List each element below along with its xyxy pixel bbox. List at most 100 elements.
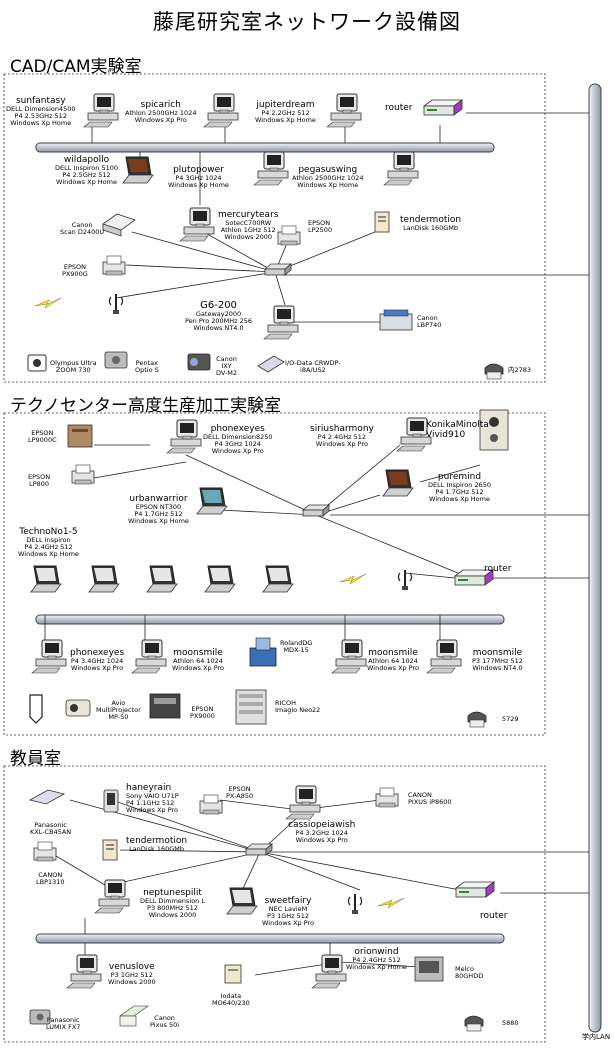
phonexeyes-pc-icon: [166, 419, 202, 454]
page-title: 藤尾研究室ネットワーク設備図: [153, 10, 461, 34]
spicarich-pc-icon: [203, 93, 239, 128]
ricoh-label: RICOH Imagio Neo22: [275, 699, 321, 714]
canon-pixus50i-label: Canon Pixus 50i: [150, 1014, 180, 1029]
phone-label: 内2783: [508, 366, 532, 374]
projector-icon: [65, 699, 91, 717]
avio-label: Avio MultiProjector MP-50: [96, 699, 141, 721]
router-icon: [423, 99, 463, 116]
epson-px9000-label: EPSON PX9000: [190, 705, 215, 720]
optical-drive-icon: [257, 355, 285, 373]
display-icon: [29, 694, 43, 724]
camera-icon: [27, 354, 47, 372]
panasonic-kxl-label: Panasonic KXL-CB45AN: [30, 821, 72, 836]
switch-hub-icon: [245, 843, 273, 856]
campus-lan-label: 学内LAN: [582, 1033, 611, 1041]
technono-laptop-icon: [204, 565, 236, 593]
plutopower-pc-icon: [253, 151, 289, 186]
switch-hub-icon: [264, 263, 292, 276]
router-label: router: [385, 103, 413, 113]
urbanwarrior-laptop-icon: [196, 487, 228, 515]
router-label: router: [480, 911, 508, 921]
printer-icon: [277, 225, 301, 246]
copier-icon: [235, 689, 267, 725]
phone-label: 5880: [502, 1019, 519, 1027]
telephone-icon: [467, 711, 487, 728]
olympus-label: Olympus Ultra ZOOM 730: [50, 359, 97, 374]
canon-ip8600-label: CANON PIXUS iP8600: [408, 791, 452, 806]
nas-icon: [102, 839, 118, 861]
switch-hub-icon: [302, 504, 330, 517]
panasonic-lumix-label: Panasonic LUMIX FX7: [46, 1016, 81, 1031]
canon-lbp740-label: Canon LBP740: [417, 314, 442, 329]
phone-label: 5729: [502, 715, 519, 723]
printer-icon: [33, 841, 57, 862]
mercurytears-pc-icon: [179, 207, 215, 242]
venuslove-pc-icon: [66, 954, 102, 989]
jupiterdream-pc-icon: [326, 93, 362, 128]
moonsmile-pc-icon: [131, 639, 167, 674]
iodata-label: I/O-Data CRWDP- i8A/US2: [285, 359, 341, 374]
camera-icon: [104, 351, 128, 369]
konika-label: KonikaMinolta Vivid910: [426, 420, 489, 440]
antenna-icon: [347, 893, 363, 915]
sweetfairy-laptop-icon: [226, 887, 258, 915]
section-title-staff: 教員室: [10, 749, 61, 769]
moonsmile-pc-icon: [426, 639, 462, 674]
canon-lbp1310-label: CANON LBP1310: [36, 871, 65, 886]
roland-label: RolandDG MDX-15: [280, 639, 313, 654]
g6-200-pc-icon: [263, 305, 299, 340]
antenna-icon: [397, 569, 413, 591]
sunfantasy-pc-icon: [83, 93, 119, 128]
wireless-bolt-icon: [339, 573, 367, 585]
technono-laptop-icon: [262, 565, 294, 593]
camera-icon: [29, 1009, 51, 1025]
camcorder-icon: [187, 353, 211, 371]
nas-icon: [374, 211, 390, 233]
technono-laptop-icon: [146, 565, 178, 593]
iodata-mo-label: Iodata MO640/230: [212, 992, 250, 1007]
technono-laptop-icon: [30, 565, 62, 593]
epson-pxa850-label: EPSON PX-A850: [226, 785, 254, 800]
mo-drive-icon: [224, 964, 242, 984]
canon-scanner-label: Canon Scan D2400U: [60, 221, 105, 236]
epson-lp2500-label: EPSON LP2500: [308, 219, 333, 234]
melco-label: Melco 80GHDD: [455, 965, 484, 980]
section-title-techno: テクノセンター高度生産加工実験室: [10, 396, 281, 416]
laser-printer-icon: [379, 309, 413, 331]
moonsmile-pc-icon: [331, 639, 367, 674]
wireless-bolt-icon: [377, 897, 405, 909]
puremind-laptop-icon: [382, 469, 414, 497]
printer-icon: [375, 787, 399, 808]
hdd-icon: [414, 956, 444, 982]
large-printer-icon: [149, 693, 181, 719]
wireless-bolt-icon: [34, 297, 62, 309]
technono-laptop-icon: [88, 565, 120, 593]
optical-drive-icon: [28, 789, 66, 805]
printer-icon: [71, 464, 95, 485]
neptunespilit-pc-icon: [94, 879, 130, 914]
router-icon: [455, 881, 495, 898]
epson-lp800-label: EPSON LP800: [28, 473, 51, 488]
scanner-icon: [102, 213, 136, 237]
printer-icon: [119, 1005, 149, 1027]
